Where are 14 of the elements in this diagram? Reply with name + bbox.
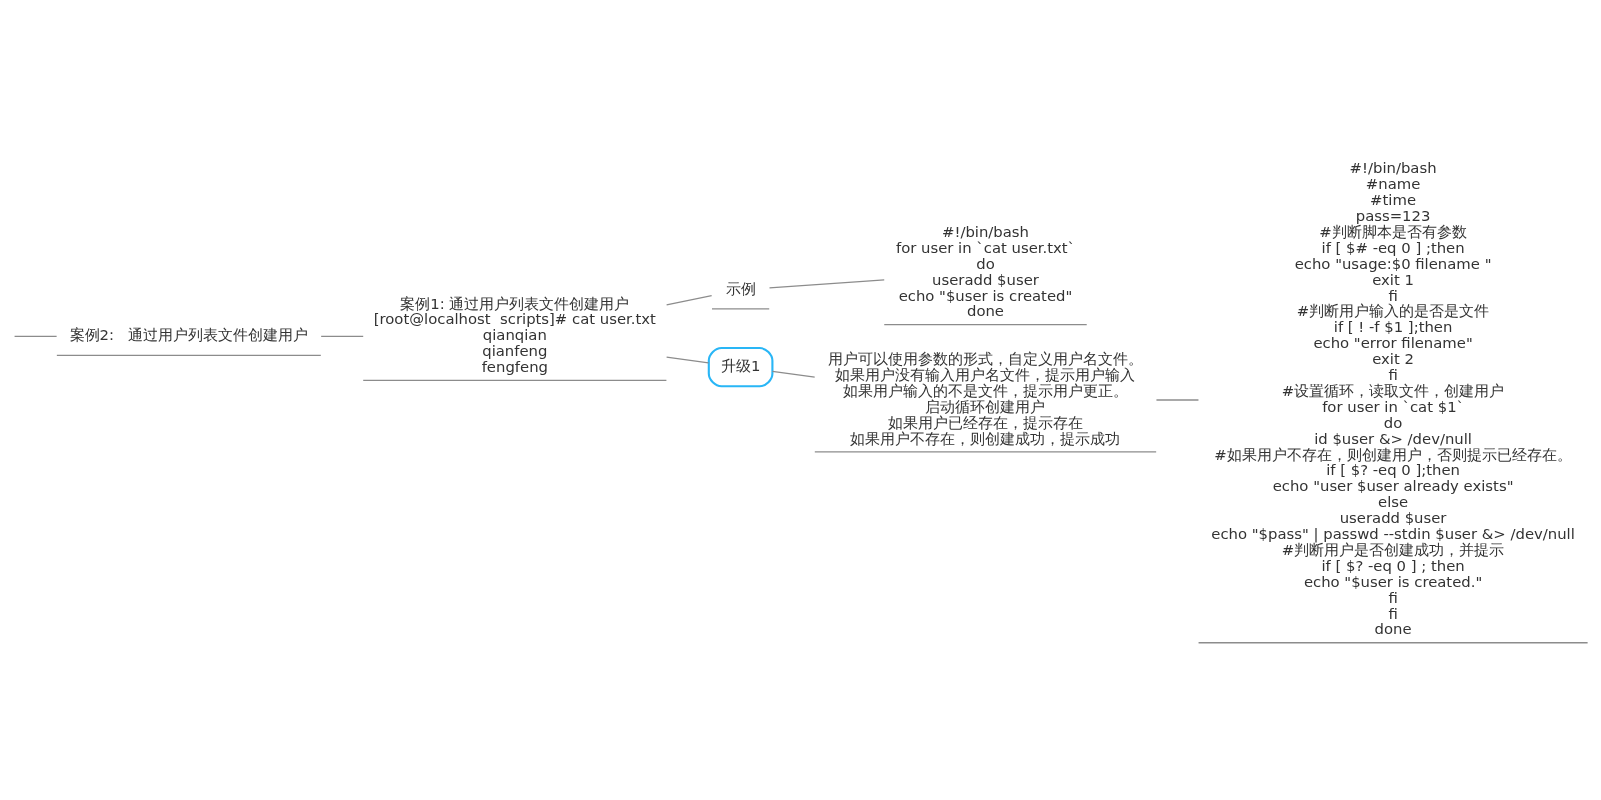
node-text: #!/bin/bash #name #time pass=123 #判断脚本是否有参数 if [ $# -eq 0 ] ;then echo "usage:$0 filename " exit 1 fi #判断用户输入的是否是文件 if [ ! -f $1 ];then echo "error filename" exit 2 fi #设置循环，读取文件，创建用户 for user in `cat $1` do id $user &> /dev/null #如果用户不存在，则创建用户，否则提示已经存在。 if [ $? -eq 0 ];then echo "user $user already exists" else useradd $user echo "$pass" | passwd --stdin $user &> /dev/null #判断用户是否创建成功，并提示 if [ $? -eq 0 ] ; then echo "$user is created." fi fi done: [1211, 159, 1575, 638]
node-text: 示例: [725, 279, 756, 297]
connector: [768, 279, 885, 289]
connector: [13, 335, 58, 338]
node-text: 案例1: 通过用户列表文件创建用户 [root@localhost scripts]# cat user.txt qianqian qianfeng fengfeng: [373, 294, 656, 376]
connector: [1155, 399, 1200, 401]
node-box: 升级1: [707, 347, 774, 388]
connector: [320, 335, 364, 338]
node-text: 案例2: 通过用户列表文件创建用户: [69, 326, 309, 344]
connector: [665, 356, 710, 364]
node-text: 用户可以使用参数的形式，自定义用户名文件。 如果用户没有输入用户名文件，提示用户输入 如果用户输入的不是文件，提示用户更正。 启动循环创建用户 如果用户已经存在，提示存在 如果用户不存在，则创建成功，提示成功: [827, 350, 1143, 447]
connector: [665, 294, 713, 306]
node-text: #!/bin/bash for user in `cat user.txt` do useradd $user echo "$user is created" done: [895, 222, 1076, 320]
connector: [771, 370, 816, 378]
